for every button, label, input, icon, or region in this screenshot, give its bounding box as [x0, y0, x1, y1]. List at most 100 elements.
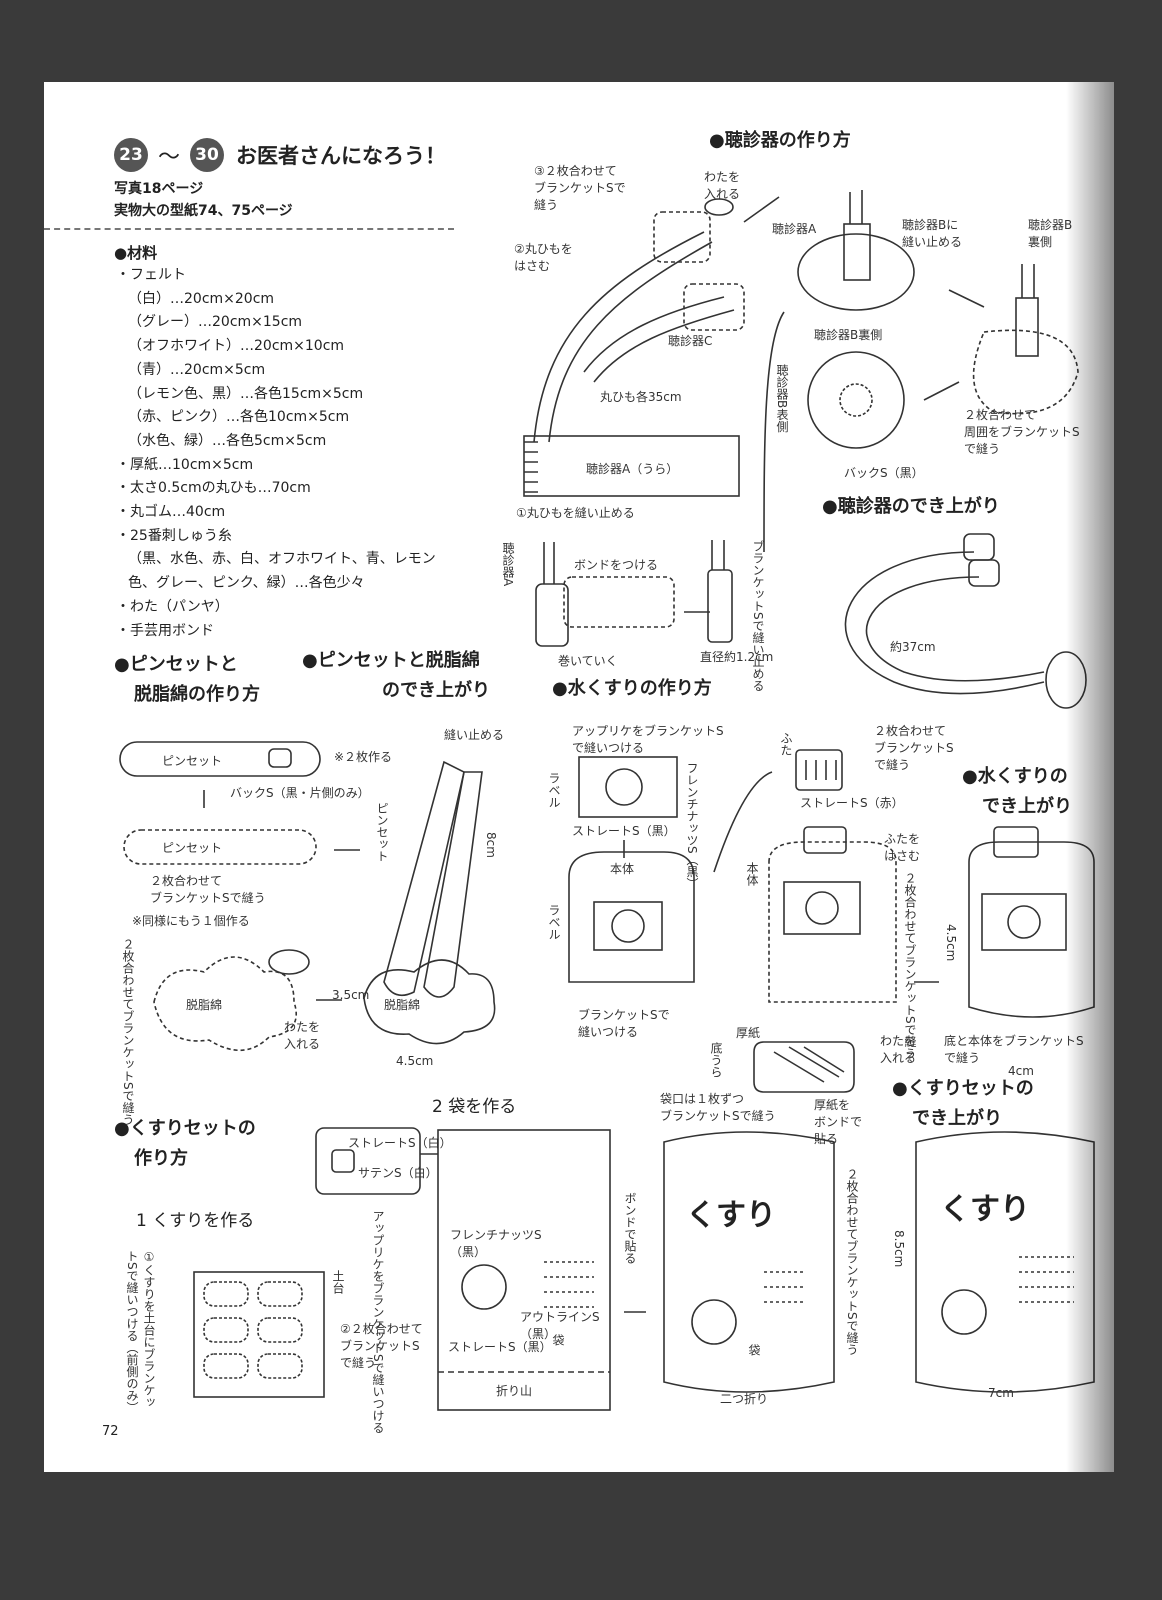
kit-bag-2: 袋: [747, 1344, 761, 1356]
title-text: お医者さんになろう！: [236, 144, 447, 168]
base-board: [193, 1271, 325, 1398]
stetho-diam: 直径約1.2cm: [700, 650, 774, 664]
badge-start: 23: [114, 138, 148, 172]
stetho-partA-vertical: 聴診器A: [501, 542, 515, 587]
liquid-body-sewn: [768, 841, 897, 1003]
step2-heading: 2 袋を作る: [432, 1097, 517, 1117]
liquid-label-vertical-2: ラベル: [547, 904, 561, 940]
cotton-height: 3.5cm: [332, 988, 370, 1002]
material-item: （レモン色、黒）…各色15cm×5cm: [128, 385, 364, 402]
kit-kusuri-2: くすり: [940, 1192, 1030, 1227]
cardboard-hatch: [773, 1046, 845, 1083]
tube-3: [583, 296, 725, 373]
tube-4: [593, 309, 735, 383]
kit-how-heading-2: 作り方: [134, 1148, 188, 1169]
liquid-applique: アップリケをブランケットS で縫いつける: [572, 724, 724, 755]
cotton-sewn: [153, 956, 297, 1052]
bag-finished: [915, 1131, 1095, 1393]
liquid-glue-card: 厚紙を ボンドで 貼る: [814, 1098, 863, 1146]
needle-1: [743, 196, 780, 223]
stetho-cord: 丸ひも各35cm: [600, 390, 682, 404]
liquid-finished-label: [981, 893, 1067, 951]
bond-strip: [563, 576, 675, 628]
arrow-3: [763, 311, 785, 553]
material-item: （白）…20cm×20cm: [128, 290, 275, 307]
liquid-straight-black: ストレートS（黒）: [572, 824, 676, 838]
materials-heading: ●材料: [114, 244, 158, 262]
stetho-done-heading: ●聴診器のでき上がり: [822, 496, 1000, 517]
material-item: （赤、ピンク）…各色10cm×5cm: [128, 409, 350, 426]
tweezer-make2: ※２枚作る: [334, 750, 393, 764]
lid-inserted: [803, 826, 847, 854]
stetho-partA: 聴診器A: [772, 222, 817, 236]
cotton-fill: [268, 949, 310, 975]
finished-earpiece-1: [963, 533, 995, 561]
kit-how-heading-1: ●くすりセットの: [114, 1118, 256, 1139]
material-item: （水色、緑）…各色5cm×5cm: [128, 432, 327, 449]
chestpiece-front: [807, 351, 905, 449]
label-applique: [578, 756, 678, 818]
lid: [795, 749, 843, 791]
tilde: 〜: [158, 145, 181, 170]
kit-done-heading-1: ●くすりセットの: [892, 1078, 1034, 1099]
tweezer-part-1: [119, 741, 321, 777]
kit-fold-2: 二つ折り: [720, 1392, 769, 1406]
stetho-partB-back: 聴診器B裏側: [814, 328, 883, 342]
page-number: 72: [102, 1424, 119, 1439]
stetho-partB-attach: 聴診器Bに 縫い止める: [902, 218, 963, 249]
chestpiece-sewn: [972, 329, 1079, 415]
stetho-partC: 聴診器C: [668, 334, 713, 348]
cotton-label-2: 脱脂綿: [384, 998, 421, 1012]
kit-width: 7cm: [988, 1386, 1014, 1400]
bag-sewn: [663, 1131, 835, 1393]
tweezer-back-s: バックS（黒・片側のみ）: [230, 786, 370, 800]
line-art: [119, 190, 1095, 1411]
bottom-piece: [753, 1041, 855, 1093]
kit-mouth: 袋口は１枚ずつ ブランケットSで縫う: [660, 1092, 776, 1123]
liquid-blanket: ブランケットSで 縫いつける: [578, 1008, 670, 1039]
binding-shadow: [1066, 82, 1114, 1472]
stetho-partB-front: 聴診器B表側: [775, 364, 789, 433]
stetho-wrap: 巻いていく: [558, 654, 618, 668]
divider: [44, 228, 454, 230]
material-item: ・丸ゴム…40cm: [116, 504, 226, 521]
material-item: （青）…20cm×5cm: [128, 361, 266, 378]
material-item: ・わた（パンヤ）: [116, 598, 229, 615]
chestpiece-sewn-tube: [1015, 297, 1039, 357]
step1-heading: 1 くすりを作る: [136, 1211, 255, 1231]
finished-chestpiece: [1045, 651, 1087, 709]
liquid-cardboard: 厚紙: [736, 1026, 761, 1040]
tweezer-one-more: ※同様にもう１個作る: [132, 914, 250, 928]
stetho-length: 約37cm: [890, 640, 936, 654]
stetho-n3: ③２枚合わせて ブランケットSで 縫う: [534, 164, 626, 212]
earpiece-piece-1: [653, 211, 711, 263]
stetho-n1: ①丸ひもを縫い止める: [516, 506, 635, 520]
material-item: ・太さ0.5cmの丸ひも…70cm: [116, 480, 311, 497]
tweezer-part-2: [123, 829, 317, 865]
material-item: ・厚紙…10cm×5cm: [116, 456, 254, 473]
tweezer-arm-2: [423, 771, 483, 998]
liquid-label-vertical: ラベル: [547, 772, 561, 808]
arrow-1: [948, 289, 985, 308]
stetho-partA-back: 聴診器A（うら）: [586, 462, 679, 476]
liquid-lid-two: ２枚合わせて ブランケットS で縫う: [874, 724, 954, 772]
tweezer-done-heading-1: ●ピンセットと脱脂綿: [302, 650, 480, 671]
bag-flat: [437, 1129, 611, 1411]
kit-two-layers: ２枚合わせてブランケットSで縫う: [845, 1168, 859, 1356]
kit-fold: 折り山: [496, 1384, 533, 1398]
liquid-body-vertical: 本体: [745, 862, 759, 886]
materials-list: ・フェルト（白）…20cm×20cm（グレー）…20cm×15cm（オフホワイト…: [116, 264, 476, 643]
liquid-body-label: [593, 901, 663, 951]
earpiece-piece-2: [683, 283, 745, 331]
tweezer-label-2: ピンセット: [162, 841, 223, 855]
kit-n2: ②２枚合わせて ブランケットS で縫う: [340, 1322, 423, 1370]
document-page: 23 〜 30 お医者さんになろう！ 写真18ページ 実物大の型紙74、75ペー…: [44, 82, 1114, 1472]
liquid-lid-hold: ふたを はさむ: [884, 832, 921, 863]
liquid-width: 4cm: [1008, 1064, 1034, 1078]
liquid-bottom-sew: 底と本体をブランケットS で縫う: [944, 1034, 1084, 1065]
tweezer-label-vertical: ピンセット: [375, 802, 389, 862]
material-item: （黒、水色、赤、白、オフホワイト、青、レモン: [128, 551, 436, 568]
cotton-finished: [363, 959, 496, 1045]
kit-bond: ボンドで貼る: [623, 1192, 637, 1264]
stetho-bond: ボンドをつける: [574, 558, 659, 572]
